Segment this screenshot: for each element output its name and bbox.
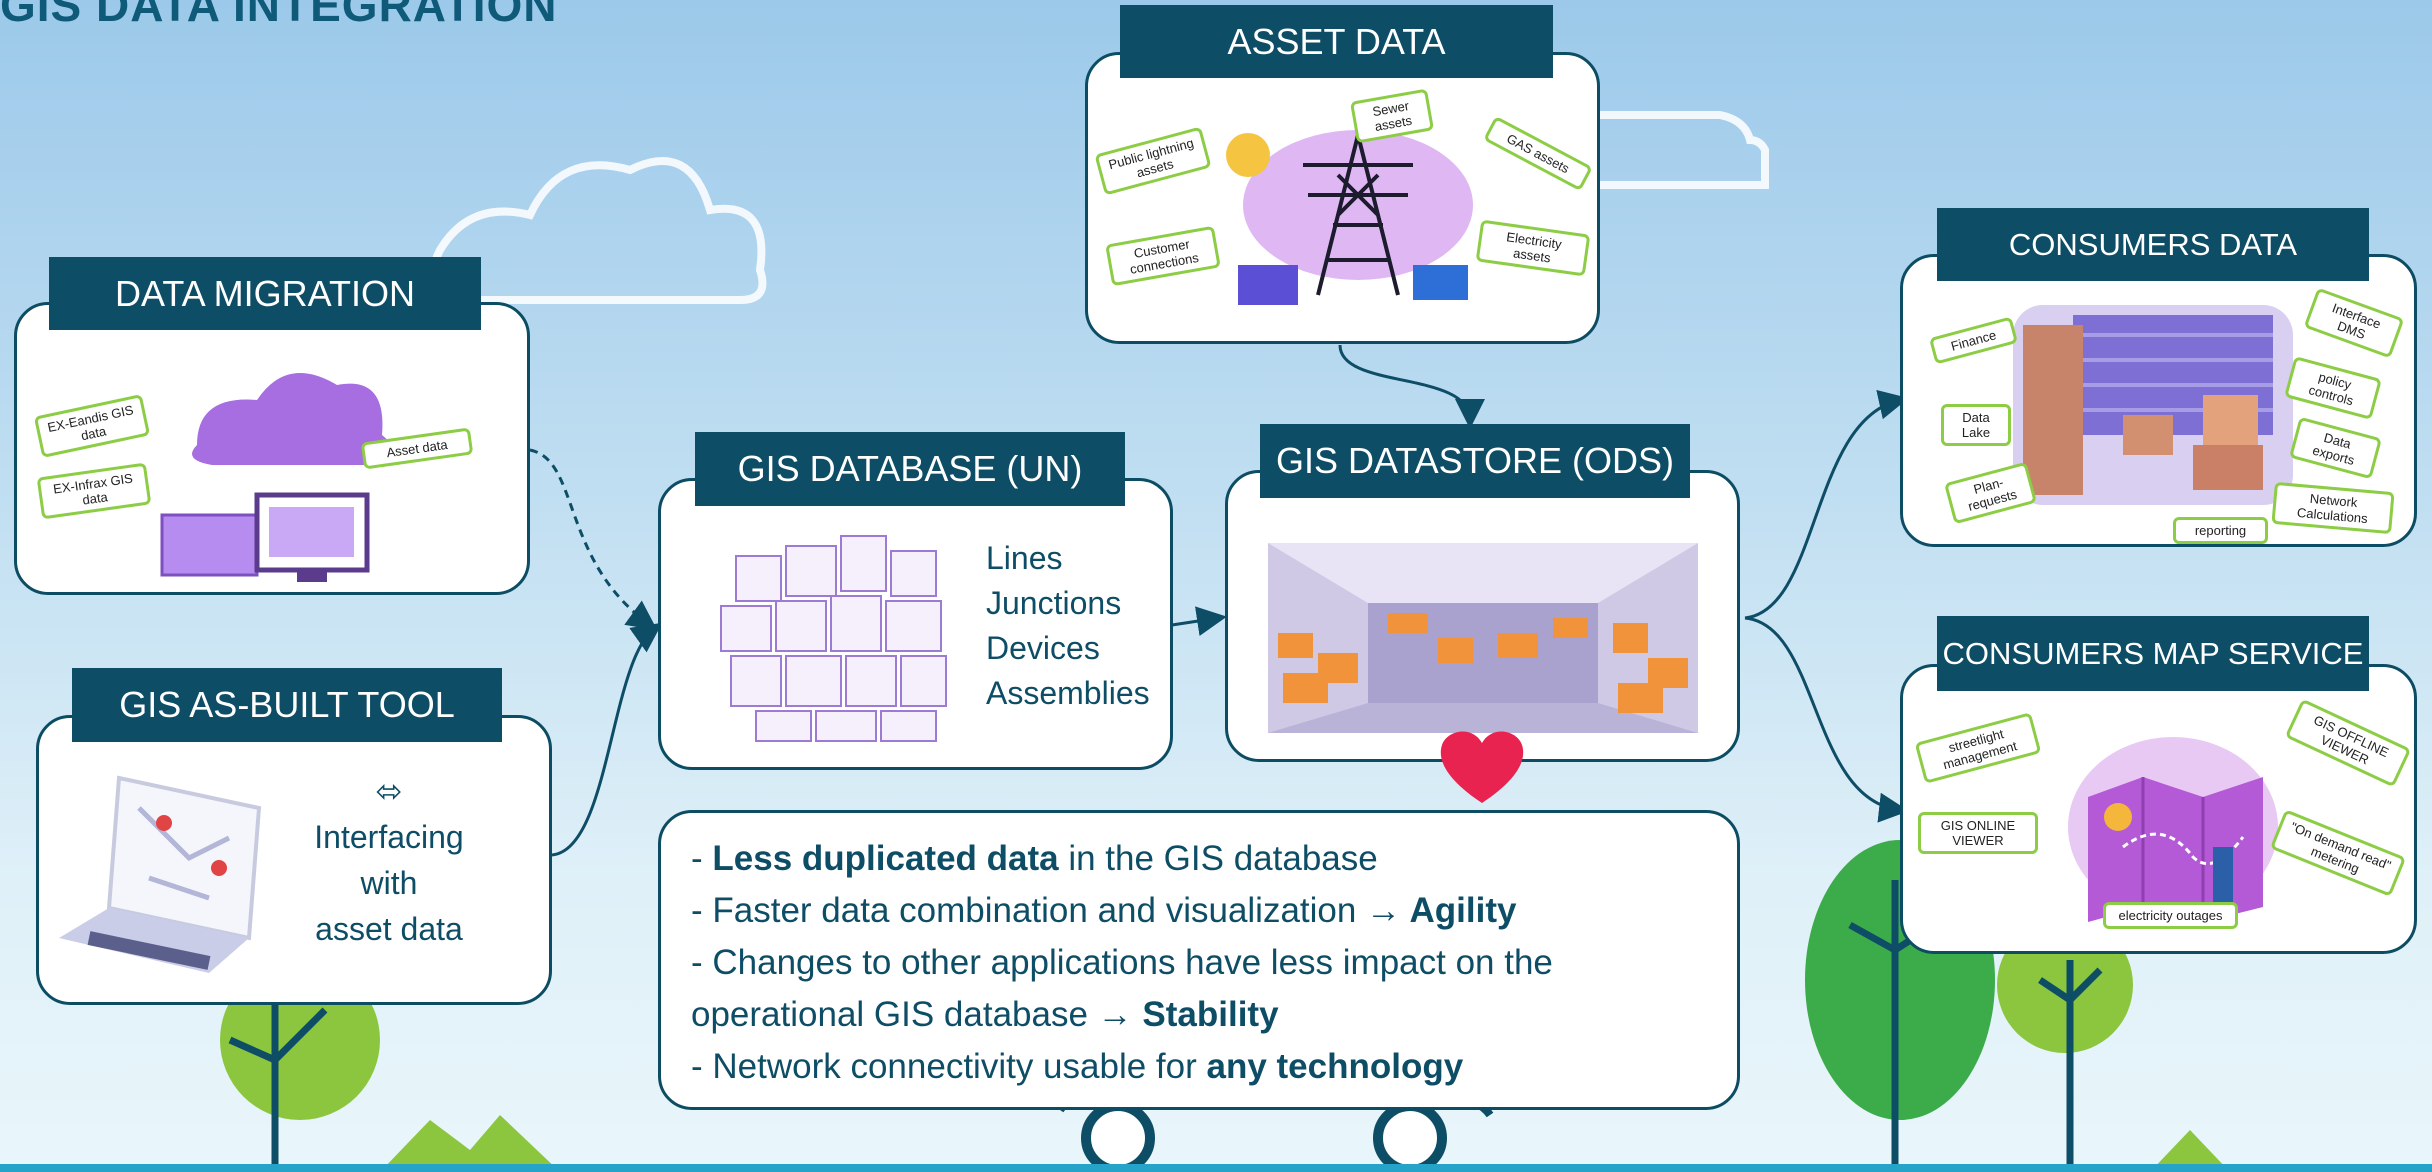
asset-data-header: ASSET DATA	[1120, 5, 1553, 78]
cloud-outline-left	[428, 157, 767, 304]
warehouse-illustration	[1268, 543, 1698, 733]
arrow-migration-to-database	[529, 448, 658, 631]
consumers-map-card: streetlight management GIS OFFLINE VIEWE…	[1900, 664, 2417, 954]
asset-data-card: Public lightning assets Sewer assets GAS…	[1085, 52, 1600, 344]
tag-customer-connections: Customer connections	[1105, 225, 1221, 287]
consumers-map-header: CONSUMERS MAP SERVICE	[1937, 616, 2369, 691]
bidirectional-arrow-icon: ⬄	[375, 773, 403, 809]
page-title: GIS DATA INTEGRATION	[0, 0, 558, 31]
hill-right	[2150, 1130, 2230, 1172]
item-junctions: Junctions	[986, 585, 1122, 621]
arrow-datastore-to-consumers-data	[1744, 389, 1909, 620]
data-migration-card: EX-Eandis GIS data EX-Infrax GIS data As…	[14, 302, 530, 595]
arrow-assetdata-to-datastore	[1338, 344, 1485, 429]
map-pins-illustration	[2068, 737, 2278, 922]
benefits-card: - Less duplicated data in the GIS databa…	[658, 810, 1740, 1110]
hill-left	[380, 1115, 560, 1172]
as-built-line-3: asset data	[315, 911, 463, 947]
benefit-3: - Changes to other applications have les…	[691, 943, 1553, 982]
tag-plan-requests: Plan-requests	[1944, 461, 2037, 525]
gis-database-card: Lines Junctions Devices Assemblies	[658, 478, 1173, 770]
item-lines: Lines	[986, 540, 1063, 576]
storage-room-illustration	[2013, 305, 2293, 505]
arrow-database-to-datastore	[1171, 606, 1227, 636]
benefit-1: - Less duplicated data in the GIS databa…	[691, 839, 1378, 878]
tag-reporting: reporting	[2173, 517, 2268, 544]
tag-electricity: Electricity assets	[1475, 219, 1591, 277]
electricity-pylon-illustration	[1226, 130, 1473, 305]
cloud-computing-illustration	[160, 373, 393, 582]
tag-electricity-outages: electricity outages	[2103, 902, 2238, 929]
benefit-2: - Faster data combination and visualizat…	[691, 891, 1517, 930]
item-devices: Devices	[986, 630, 1100, 666]
as-built-line-1: Interfacing	[314, 819, 464, 855]
as-built-header: GIS AS-BUILT TOOL	[72, 668, 502, 742]
tag-finance: Finance	[1928, 316, 2019, 365]
benefit-3-cont: operational GIS database → Stability	[691, 995, 1279, 1034]
as-built-line-2: with	[360, 865, 418, 901]
consumers-data-card: Finance Interface DMS policy controls Da…	[1900, 254, 2417, 547]
tag-public-lightning: Public lightning assets	[1094, 126, 1212, 196]
tag-ex-infrax: EX-Infrax GIS data	[36, 462, 152, 520]
tag-ex-eandis: EX-Eandis GIS data	[33, 394, 151, 458]
consumers-data-header: CONSUMERS DATA	[1937, 208, 2369, 281]
tag-gis-offline-viewer: GIS OFFLINE VIEWER	[2284, 698, 2412, 788]
tag-interface-dms: Interface DMS	[2303, 287, 2405, 359]
boxes-illustration	[720, 535, 947, 742]
as-built-card: ⬄ Interfacing with asset data	[36, 715, 552, 1005]
datastore-card	[1225, 470, 1740, 762]
heart-icon	[1440, 731, 1524, 803]
ground-strip	[0, 1164, 2432, 1172]
as-built-interface-text: ⬄ Interfacing with asset data	[284, 768, 494, 952]
tree-trunk-right-2	[2038, 960, 2103, 1172]
tag-gis-online-viewer: GIS ONLINE VIEWER	[1918, 812, 2038, 854]
item-assemblies: Assemblies	[986, 675, 1150, 711]
benefit-4: - Network connectivity usable for any te…	[691, 1047, 1464, 1086]
tag-data-exports: Data exports	[2289, 416, 2382, 480]
tag-gas: GAS assets	[1483, 115, 1593, 192]
datastore-header: GIS DATASTORE (ODS)	[1260, 424, 1690, 498]
data-migration-header: DATA MIGRATION	[49, 257, 481, 330]
benefits-list: - Less duplicated data in the GIS databa…	[691, 833, 1553, 1093]
gis-database-items: Lines Junctions Devices Assemblies	[986, 536, 1150, 716]
tag-network-calculations: Network Calculations	[2271, 481, 2395, 535]
arrow-asbuilt-to-database	[551, 622, 663, 857]
tree-trunk-left	[228, 1000, 328, 1172]
tag-on-demand-read-metering: "On demand read" metering	[2269, 809, 2407, 897]
arrow-datastore-to-consumers-map	[1744, 616, 1909, 823]
cloud-outline-right	[1600, 111, 1769, 189]
laptop-map-illustration	[59, 775, 262, 973]
tag-policy-controls: policy controls	[2284, 356, 2382, 420]
tag-streetlight-management: streetlight management	[1914, 712, 2042, 784]
gis-database-header: GIS DATABASE (UN)	[695, 432, 1125, 506]
tag-data-lake: Data Lake	[1941, 404, 2011, 446]
